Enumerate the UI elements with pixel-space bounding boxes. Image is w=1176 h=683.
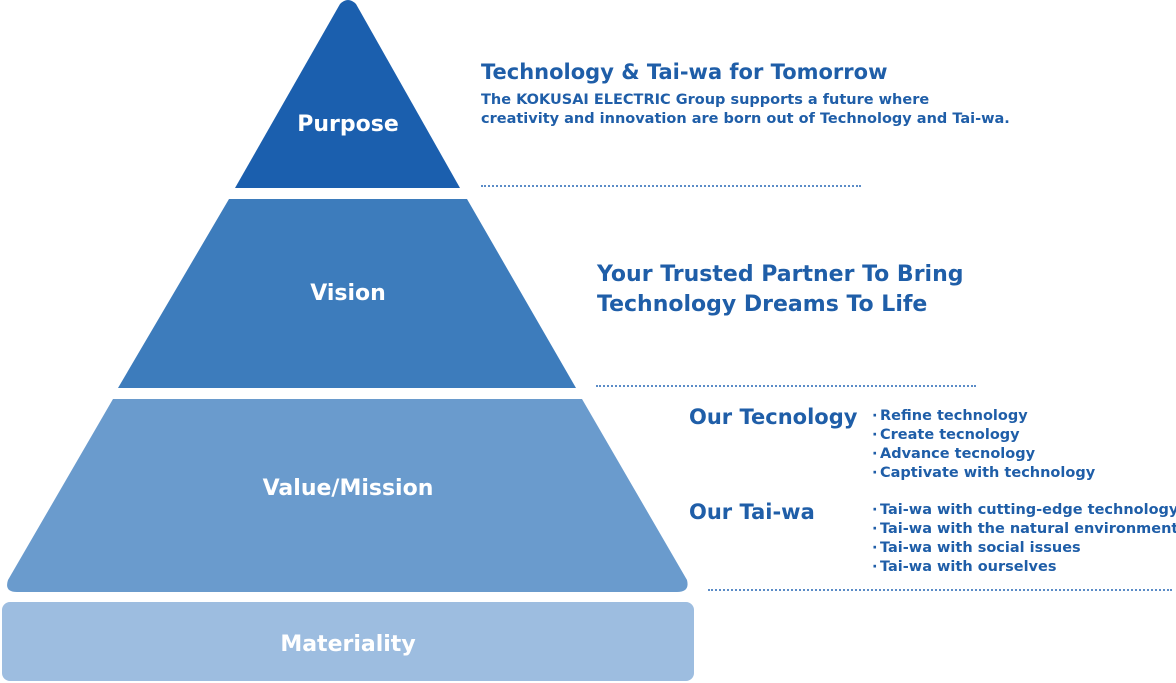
materiality-tier: [2, 602, 694, 681]
list-item: Tai-wa with social issues: [872, 539, 1176, 558]
purpose-divider: [481, 185, 861, 187]
vision-divider: [596, 385, 976, 387]
purpose-tier: [235, 0, 460, 188]
list-item: Refine technology: [872, 407, 1095, 426]
our-technology-title: Our Tecnology: [689, 402, 857, 432]
list-item: Tai-wa with cutting-edge technology: [872, 501, 1176, 520]
purpose-text-block: Technology & Tai-wa for Tomorrow The KOK…: [481, 57, 1010, 129]
vision-text-block: Your Trusted Partner To Bring Technology…: [597, 260, 964, 320]
list-item: Captivate with technology: [872, 464, 1095, 483]
purpose-description-line1: The KOKUSAI ELECTRIC Group supports a fu…: [481, 92, 930, 108]
purpose-label: Purpose: [297, 112, 399, 137]
purpose-heading: Technology & Tai-wa for Tomorrow: [481, 60, 888, 84]
value-mission-tier: [7, 399, 688, 592]
our-taiwa-title-text: Our Tai-wa: [689, 500, 815, 524]
purpose-description-line2: creativity and innovation are born out o…: [481, 111, 1010, 127]
our-technology-list-block: Refine technology Create tecnology Advan…: [872, 407, 1095, 483]
materiality-label: Materiality: [280, 632, 415, 657]
our-taiwa-list-block: Tai-wa with cutting-edge technology Tai-…: [872, 501, 1176, 577]
vision-line2: Technology Dreams To Life: [597, 292, 928, 317]
our-taiwa-list: Tai-wa with cutting-edge technology Tai-…: [872, 501, 1176, 577]
our-technology-list: Refine technology Create tecnology Advan…: [872, 407, 1095, 483]
our-taiwa-title: Our Tai-wa: [689, 497, 815, 527]
vision-label: Vision: [310, 281, 386, 306]
list-item: Advance tecnology: [872, 445, 1095, 464]
vision-tier: [118, 199, 576, 388]
list-item: Tai-wa with the natural environment: [872, 520, 1176, 539]
vision-line1: Your Trusted Partner To Bring: [597, 262, 964, 287]
value-mission-divider: [708, 589, 1172, 591]
our-technology-title-text: Our Tecnology: [689, 405, 858, 429]
list-item: Tai-wa with ourselves: [872, 558, 1176, 577]
list-item: Create tecnology: [872, 426, 1095, 445]
value-mission-label: Value/Mission: [263, 476, 434, 501]
